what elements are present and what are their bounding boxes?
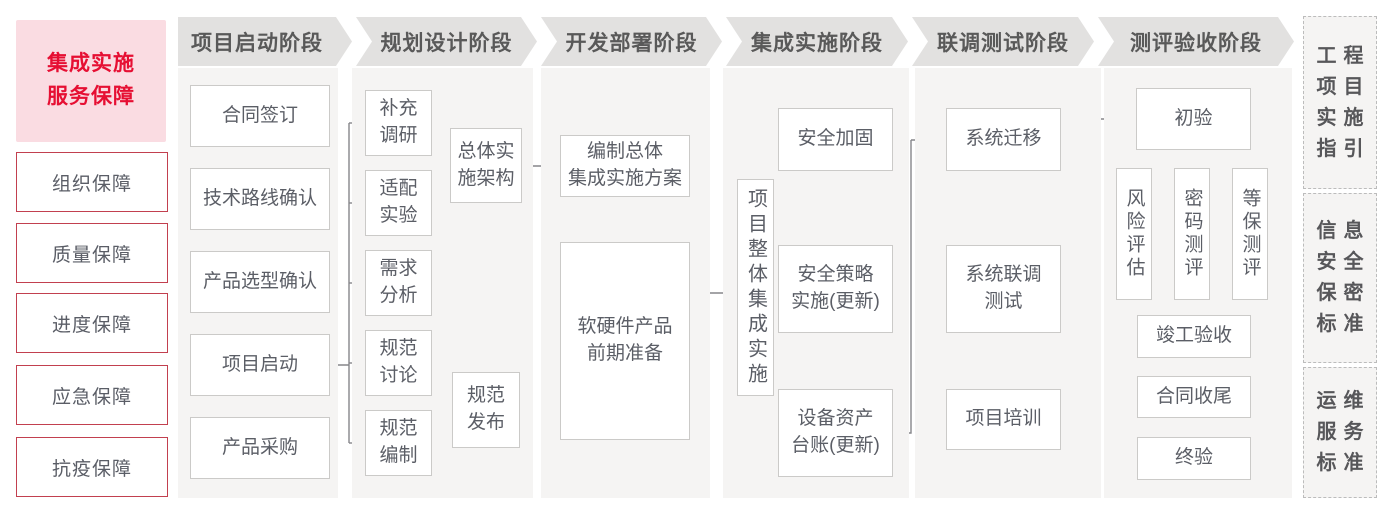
node-cryptography-evaluation: 密码测评 <box>1174 168 1210 300</box>
sidebar-item-epidemic-guarantee: 抗疫保障 <box>16 437 168 497</box>
node-contract-signing: 合同签订 <box>190 85 330 147</box>
standard-ops-service: 运维 服务 标准 <box>1303 367 1377 498</box>
node-security-policy-implementation: 安全策略 实施(更新) <box>778 245 893 333</box>
node-product-selection-confirmation: 产品选型确认 <box>190 251 330 313</box>
phase-header-dev-deployment: 开发部署阶段 <box>541 17 722 66</box>
node-system-migration: 系统迁移 <box>946 108 1061 171</box>
node-product-procurement: 产品采购 <box>190 417 330 479</box>
phase-header-evaluation-acceptance: 测评验收阶段 <box>1098 17 1294 66</box>
phase-header-joint-testing: 联调测试阶段 <box>912 17 1094 66</box>
node-spec-discussion: 规范 讨论 <box>365 330 432 396</box>
node-spec-release: 规范 发布 <box>452 372 520 448</box>
node-supplementary-research: 补充 调研 <box>365 90 432 156</box>
node-preliminary-acceptance: 初验 <box>1136 88 1251 150</box>
node-adaptation-experiment: 适配 实验 <box>365 170 432 236</box>
node-overall-integration-implementation: 项目整体集成实施 <box>737 179 774 396</box>
sidebar-item-schedule-guarantee: 进度保障 <box>16 293 168 353</box>
sidebar-item-emergency-guarantee: 应急保障 <box>16 365 168 425</box>
node-security-hardening: 安全加固 <box>778 108 893 171</box>
node-requirement-analysis: 需求 分析 <box>365 250 432 316</box>
phase-header-integration-implementation: 集成实施阶段 <box>726 17 908 66</box>
node-project-kickoff: 项目启动 <box>190 334 330 396</box>
phase-header-project-launch: 项目启动阶段 <box>178 17 352 66</box>
phase-header-planning-design: 规划设计阶段 <box>356 17 537 66</box>
node-classified-protection-evaluation: 等保测评 <box>1232 168 1268 300</box>
node-system-joint-testing: 系统联调 测试 <box>946 245 1061 333</box>
node-equipment-asset-ledger: 设备资产 台账(更新) <box>778 389 893 477</box>
standard-engineering-project-guide: 工程 项目 实施 指引 <box>1303 16 1377 189</box>
sidebar-item-quality-guarantee: 质量保障 <box>16 223 168 283</box>
node-final-acceptance: 终验 <box>1137 437 1251 480</box>
node-contract-closure: 合同收尾 <box>1137 376 1251 418</box>
node-overall-implementation-architecture: 总体实 施架构 <box>450 128 522 203</box>
node-completion-acceptance: 竣工验收 <box>1137 315 1251 358</box>
sidebar-item-organization-guarantee: 组织保障 <box>16 152 168 212</box>
node-hw-sw-preparation: 软硬件产品 前期准备 <box>560 242 690 440</box>
node-spec-drafting: 规范 编制 <box>365 410 432 476</box>
sidebar-title: 集成实施 服务保障 <box>16 20 166 142</box>
node-tech-route-confirmation: 技术路线确认 <box>190 168 330 230</box>
node-overall-integration-plan: 编制总体 集成实施方案 <box>560 135 690 197</box>
standard-info-security-confidentiality: 信息 安全 保密 标准 <box>1303 193 1377 363</box>
node-risk-assessment: 风险评估 <box>1116 168 1152 300</box>
node-project-training: 项目培训 <box>946 389 1061 450</box>
